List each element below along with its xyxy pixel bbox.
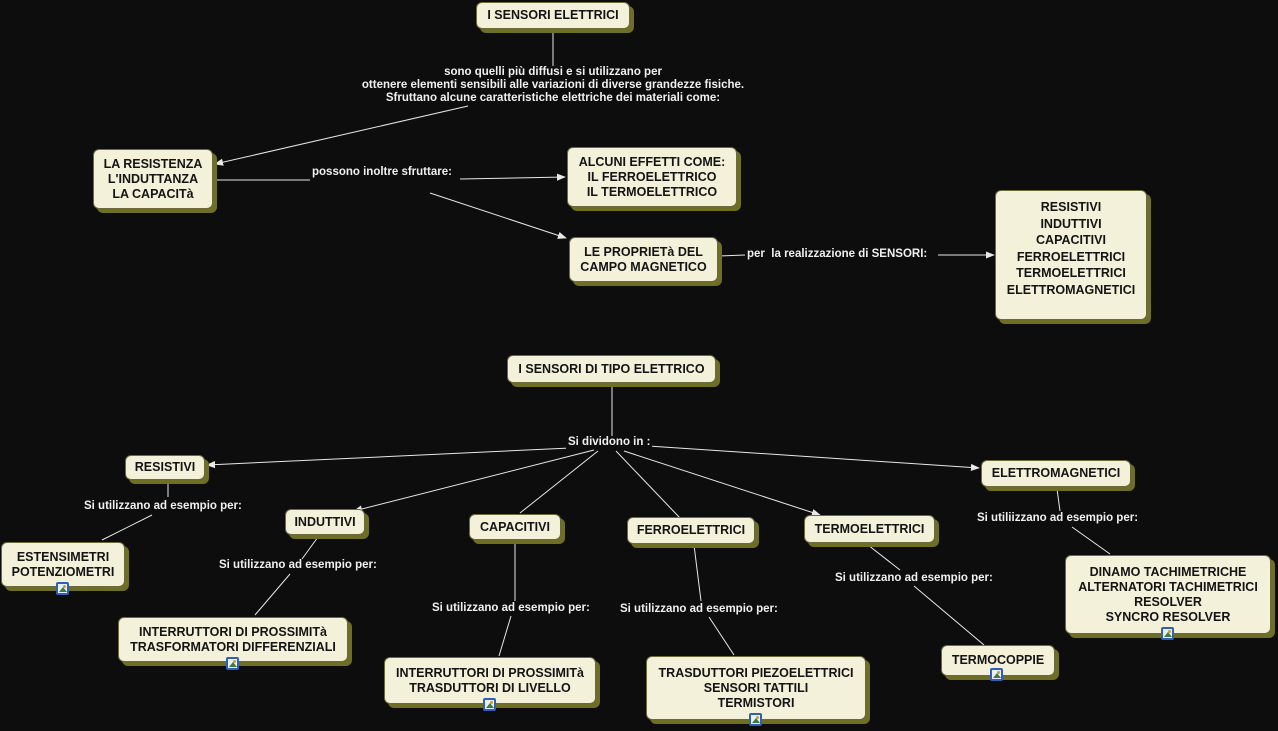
linking-phrase-sono-quelli: sono quelli più diffusi e si utilizzano … <box>350 66 756 105</box>
concept-effetti[interactable]: ALCUNI EFFETTI COME: IL FERROELETTRICO I… <box>567 147 737 207</box>
linking-phrase-esempio-termoelettrici: Si utilizzano ad esempio per: <box>833 572 995 585</box>
concept-ferroelettrici[interactable]: FERROELETTRICI <box>627 517 755 544</box>
concept-resistenza[interactable]: LA RESISTENZA L'INDUTTANZA LA CAPACITà <box>93 149 213 209</box>
concept-trasduttori-piezo[interactable]: TRASDUTTORI PIEZOELETTRICI SENSORI TATTI… <box>646 656 866 720</box>
concept-estensimetri[interactable]: ESTENSIMETRI POTENZIOMETRI <box>1 542 125 587</box>
linking-phrase-esempio-capacitivi: Si utilizzano ad esempio per: <box>430 602 592 615</box>
concept-resistivi[interactable]: RESISTIVI <box>125 455 205 480</box>
linking-phrase-esempio-induttivi: Si utilizzano ad esempio per: <box>217 559 379 572</box>
image-resource-icon[interactable] <box>56 582 69 595</box>
image-resource-icon[interactable] <box>483 698 496 711</box>
linking-phrase-esempio-resistivi: Si utilizzano ad esempio per: <box>82 500 244 513</box>
concept-dinamo[interactable]: DINAMO TACHIMETRICHE ALTERNATORI TACHIME… <box>1065 555 1271 634</box>
concept-elettromagnetici[interactable]: ELETTROMAGNETICI <box>981 460 1131 487</box>
linking-phrase-esempio-ferroelettrici: Si utilizzano ad esempio per: <box>618 603 780 616</box>
image-resource-icon[interactable] <box>1161 627 1174 640</box>
linking-phrase-esempio-elettromagnetici: Si utiliizzano ad esempio per: <box>975 512 1141 525</box>
linking-phrase-realizzazione: per la realizzazione di SENSORI: <box>745 248 930 261</box>
concept-interruttori-trasformatori[interactable]: INTERRUTTORI DI PROSSIMITà TRASFORMATORI… <box>118 617 348 662</box>
concept-campo-magnetico[interactable]: LE PROPRIETà DEL CAMPO MAGNETICO <box>569 237 718 282</box>
concept-interruttori-trasduttori[interactable]: INTERRUTTORI DI PROSSIMITà TRASDUTTORI D… <box>384 657 596 704</box>
linking-phrase-si-dividono: Si dividono in : <box>566 436 653 449</box>
concept-termocoppie[interactable]: TERMOCOPPIE <box>941 645 1055 676</box>
concept-induttivi[interactable]: INDUTTIVI <box>285 509 365 535</box>
concept-capacitivi[interactable]: CAPACITIVI <box>469 514 561 540</box>
concept-termoelettrici[interactable]: TERMOELETTRICI <box>804 515 935 543</box>
image-resource-icon[interactable] <box>226 657 239 670</box>
linking-phrase-possono: possono inoltre sfruttare: <box>310 166 454 179</box>
image-resource-icon[interactable] <box>990 668 1003 681</box>
image-resource-icon[interactable] <box>749 713 762 726</box>
concept-tipo-elettrico[interactable]: I SENSORI DI TIPO ELETTRICO <box>507 355 716 383</box>
concept-sensori-elettrici[interactable]: I SENSORI ELETTRICI <box>476 2 630 29</box>
concept-tipi-sensori[interactable]: RESISTIVI INDUTTIVI CAPACITIVI FERROELET… <box>995 190 1147 320</box>
